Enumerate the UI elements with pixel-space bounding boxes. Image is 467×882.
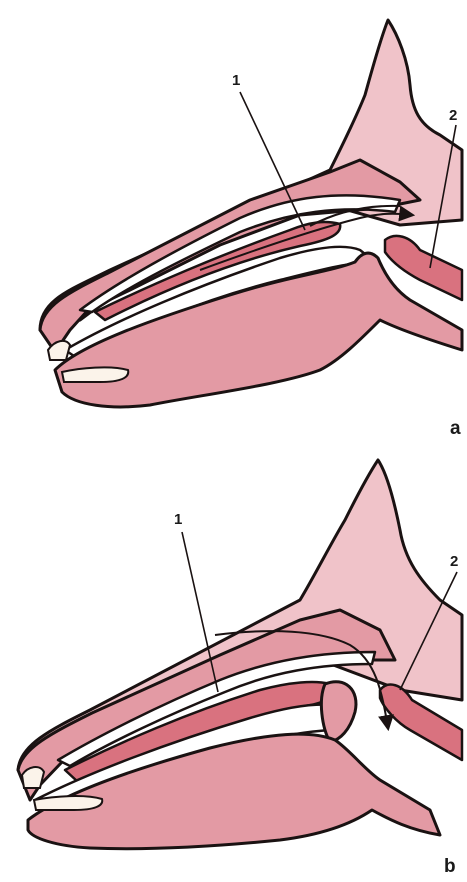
panel-a-label-2: 2: [449, 107, 457, 124]
panel-a: 1 2 a: [40, 20, 462, 439]
panel-b-lower-tooth: [34, 796, 102, 810]
panel-b-upper-tooth: [22, 767, 44, 788]
panel-a-lower-tooth: [62, 367, 128, 382]
panel-b-label-2: 2: [450, 553, 458, 570]
panel-a-letter: a: [450, 418, 461, 439]
panel-b: 1 2 b: [18, 460, 462, 877]
panel-b-palate-tip: [321, 682, 356, 742]
panel-b-letter: b: [444, 856, 456, 877]
panel-a-label-1: 1: [232, 72, 240, 89]
panel-b-label-1: 1: [174, 511, 182, 528]
